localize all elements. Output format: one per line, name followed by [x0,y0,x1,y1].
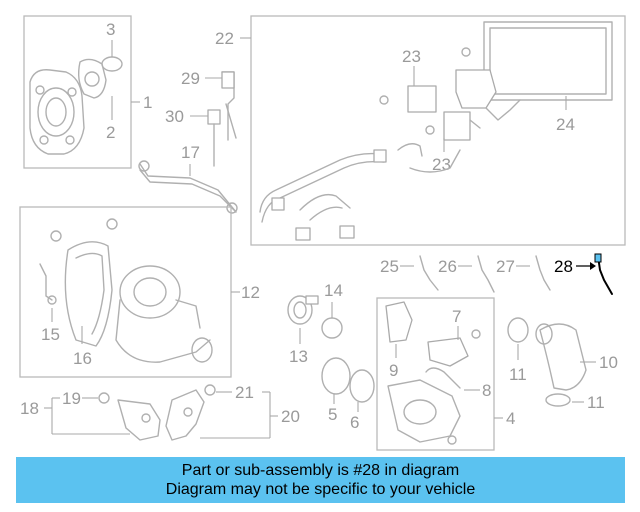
group-box-12: 12 15 16 [19,206,260,378]
callout-15[interactable]: 15 [41,325,60,344]
pipe-group: 11 10 11 [507,317,618,412]
callout-23-upper[interactable]: 23 [402,47,421,66]
banner-part-line: Part or sub-assembly is #28 in diagram [181,462,460,479]
callout-26[interactable]: 26 [438,257,457,276]
sensor-group: 29 30 17 [138,69,238,214]
callout-17[interactable]: 17 [181,143,200,162]
callout-3[interactable]: 3 [106,20,115,39]
callout-4[interactable]: 4 [506,409,515,428]
group-box-22: 22 24 23 23 [215,15,626,246]
callout-22[interactable]: 22 [215,29,234,48]
callout-1[interactable]: 1 [143,93,152,112]
callout-24[interactable]: 24 [556,115,575,134]
callout-8[interactable]: 8 [482,381,491,400]
callout-27[interactable]: 27 [496,257,515,276]
group-box-1: 1 2 3 [23,15,152,169]
callout-30[interactable]: 30 [165,107,184,126]
callout-6[interactable]: 6 [350,413,359,432]
callout-20[interactable]: 20 [281,407,300,426]
part-info-banner: Part or sub-assembly is #28 in diagram D… [16,457,625,503]
callout-12[interactable]: 12 [241,283,260,302]
group-box-4: 4 9 7 8 [376,297,515,451]
callout-28[interactable]: 28 [554,257,573,276]
callout-10[interactable]: 10 [599,353,618,372]
banner-disclaimer-line: Diagram may not be specific to your vehi… [165,481,476,498]
callout-11-right[interactable]: 11 [587,393,605,412]
callout-29[interactable]: 29 [181,69,200,88]
clamp-seal-group: 13 14 5 6 [287,281,375,432]
callout-25[interactable]: 25 [380,257,399,276]
hose-row: 25 26 27 28 [380,253,613,295]
parts-diagram: 1 2 3 29 30 17 22 [19,15,626,451]
callout-11-left[interactable]: 11 [509,365,527,384]
bracket-group: 18 19 21 20 [20,383,300,441]
callout-19[interactable]: 19 [62,389,81,408]
callout-14[interactable]: 14 [324,281,343,300]
callout-13[interactable]: 13 [289,347,308,366]
callout-5[interactable]: 5 [328,405,337,424]
callout-9[interactable]: 9 [389,361,398,380]
callout-18[interactable]: 18 [20,399,39,418]
callout-2[interactable]: 2 [106,123,115,142]
callout-21[interactable]: 21 [235,383,254,402]
callout-7[interactable]: 7 [452,307,461,326]
callout-16[interactable]: 16 [73,349,92,368]
